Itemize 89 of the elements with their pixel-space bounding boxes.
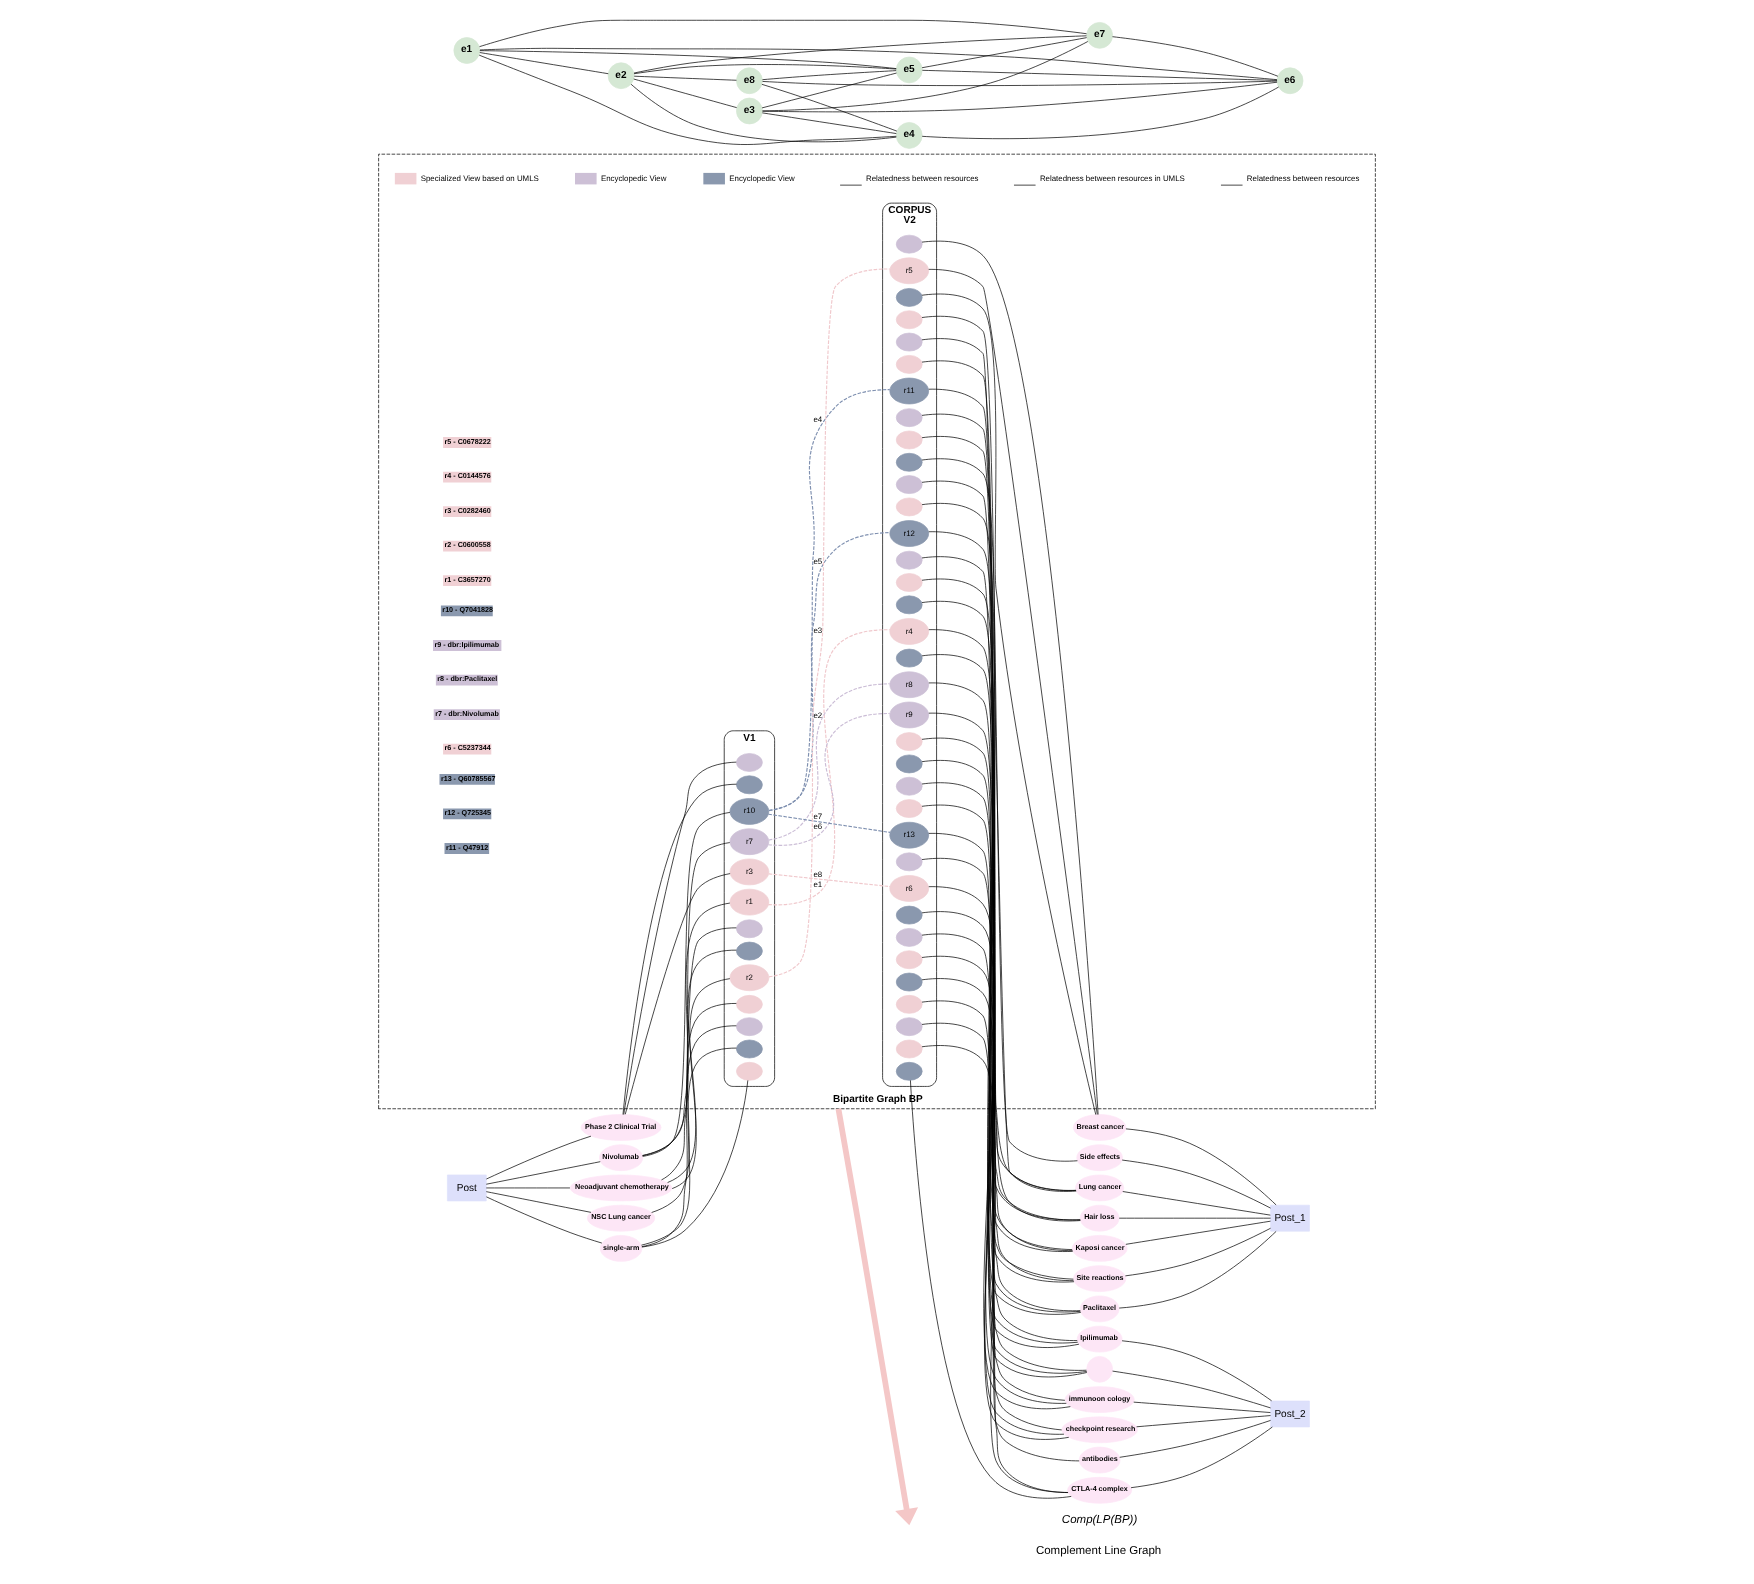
- connector: [921, 86, 1279, 139]
- connector: [1112, 1370, 1271, 1409]
- node-ellipse: [895, 972, 923, 992]
- connector: [642, 902, 731, 1156]
- connector: [633, 78, 738, 108]
- connector: [1118, 1231, 1277, 1309]
- connector: [486, 1135, 592, 1180]
- node-ellipse: [736, 753, 763, 772]
- node-ellipse: [895, 852, 923, 872]
- connector: [641, 1080, 749, 1248]
- connector: [1133, 1401, 1271, 1413]
- node-ellipse: [895, 648, 923, 668]
- node-ellipse: [895, 550, 923, 570]
- node-ellipse: [895, 928, 923, 947]
- node-ellipse: [895, 355, 923, 374]
- connector: [768, 813, 891, 833]
- node-ellipse: [895, 799, 923, 818]
- connector: [1119, 1420, 1271, 1458]
- node-ellipse: [895, 234, 923, 254]
- node-ellipse: [895, 1061, 923, 1081]
- connector: [479, 50, 897, 69]
- connector: [1122, 1191, 1271, 1216]
- connector: [762, 80, 1278, 86]
- connector: [479, 19, 1087, 48]
- node-ellipse: [736, 995, 763, 1014]
- node-ellipse: [895, 595, 923, 615]
- connector: [761, 112, 897, 134]
- connector: [761, 83, 898, 132]
- node-ellipse: [736, 941, 763, 961]
- node-ellipse: [736, 1061, 763, 1081]
- connector: [768, 873, 891, 888]
- connector: [485, 1161, 601, 1185]
- node-ellipse: [895, 776, 923, 796]
- connector: [478, 54, 897, 145]
- node-ellipse: [895, 452, 923, 472]
- node-ellipse: [895, 430, 923, 450]
- node-ellipse: [895, 475, 923, 494]
- node-ellipse: [736, 1017, 763, 1037]
- connector: [633, 64, 897, 75]
- connector: [910, 1080, 1072, 1499]
- connector: [922, 69, 1278, 81]
- connector: [768, 389, 891, 812]
- connector: [485, 1191, 592, 1213]
- connector: [1121, 1340, 1272, 1402]
- node-ellipse: [895, 905, 923, 925]
- connector: [1130, 1426, 1273, 1489]
- node-ellipse: [895, 332, 923, 352]
- connector: [768, 532, 891, 812]
- node-ellipse: [736, 1039, 763, 1059]
- connector: [671, 978, 731, 1189]
- connector: [479, 52, 609, 75]
- connector: [1125, 1227, 1271, 1277]
- node-ellipse: [895, 288, 923, 307]
- connector: [1121, 1159, 1271, 1209]
- connector: [768, 629, 891, 906]
- connector: [768, 268, 891, 978]
- connector: [651, 1003, 737, 1213]
- node-ellipse: [895, 950, 923, 970]
- connector: [633, 75, 737, 81]
- node-ellipse: [895, 408, 923, 428]
- connector: [768, 712, 891, 846]
- connector: [762, 81, 1278, 113]
- connector: [762, 41, 1089, 112]
- node-ellipse: [895, 732, 923, 751]
- connector: [761, 72, 897, 109]
- node-circle: [1086, 1356, 1113, 1383]
- node-ellipse: [736, 775, 763, 795]
- connector: [486, 1196, 603, 1244]
- connector: [633, 35, 1087, 74]
- connector: [667, 949, 737, 1183]
- connector: [1125, 1220, 1271, 1245]
- node-ellipse: [895, 754, 923, 774]
- connector: [921, 37, 1088, 69]
- node-ellipse: [895, 1017, 923, 1037]
- connector: [1136, 1415, 1271, 1428]
- connector: [1125, 1128, 1277, 1206]
- node-ellipse: [895, 1039, 923, 1059]
- connector: [768, 683, 891, 841]
- node-ellipse: [736, 919, 763, 939]
- node-ellipse: [895, 310, 923, 330]
- connector: [762, 70, 897, 81]
- connector: [624, 873, 731, 1115]
- connector: [479, 47, 1278, 80]
- node-ellipse: [895, 497, 923, 517]
- connector: [630, 83, 897, 143]
- connector: [1112, 36, 1279, 77]
- node-ellipse: [895, 995, 923, 1014]
- node-ellipse: [895, 573, 923, 592]
- connector: [661, 927, 737, 1181]
